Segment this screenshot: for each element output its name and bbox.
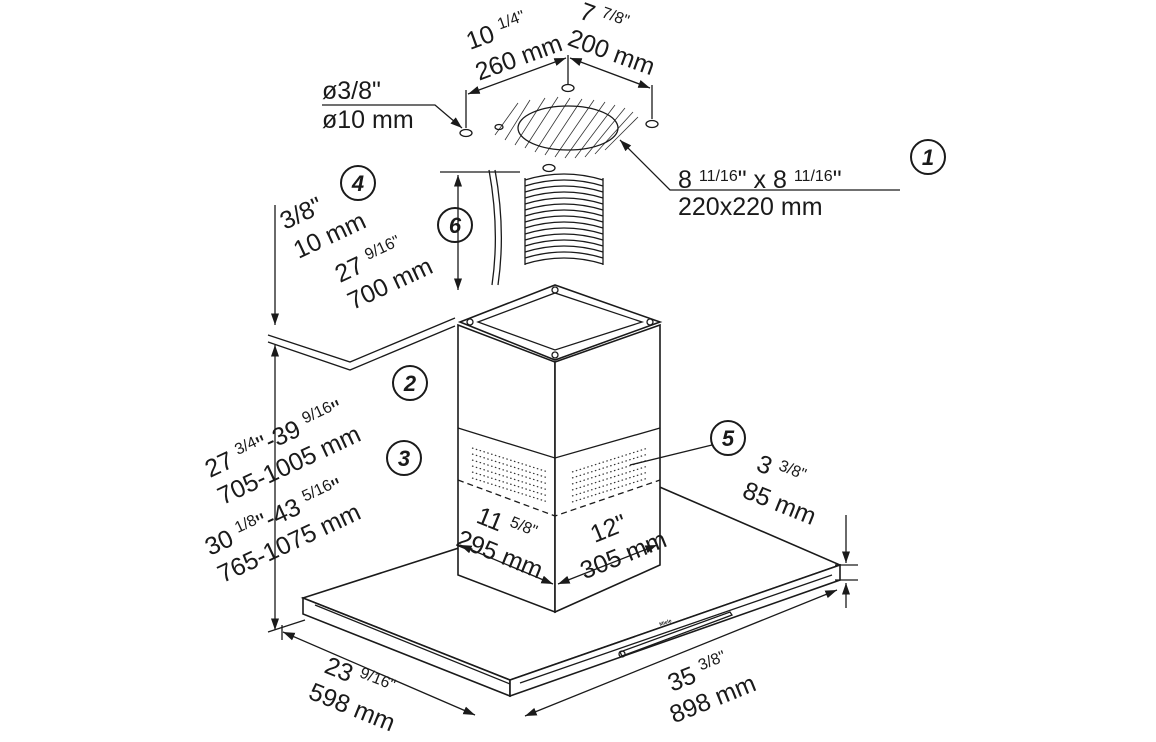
marker-6: 6	[437, 207, 473, 243]
chimney-dimension-lines	[459, 544, 658, 585]
label-bolt-spacing-a: 10 1/4" 260 mm	[462, 8, 566, 87]
marker-4: 4	[340, 165, 376, 201]
marker-1: 1	[910, 139, 946, 175]
canopy-dimension-lines	[281, 515, 858, 717]
svg-text:4: 4	[351, 171, 364, 196]
flexible-duct	[524, 173, 604, 267]
svg-text:ø10 mm: ø10 mm	[322, 106, 414, 134]
svg-text:5: 5	[722, 426, 735, 451]
svg-text:1: 1	[922, 145, 934, 170]
svg-text:6: 6	[449, 213, 462, 238]
svg-text:3: 3	[398, 446, 410, 471]
label-canopy-depth: 23 9/16" 598 mm	[305, 652, 399, 738]
bolt-spacing-dimension-lines	[322, 55, 900, 191]
vent-slots	[471, 447, 649, 503]
label-bolt-spacing-b: 7 7/8" 200 mm	[564, 0, 658, 81]
svg-text:8 11/16" x 8 11/16": 8 11/16" x 8 11/16"	[678, 166, 842, 194]
label-height-range-2: 30 1/8"-43 5/16" 765-1075 mm	[201, 473, 365, 589]
svg-text:200 mm: 200 mm	[564, 24, 658, 81]
marker-2: 2	[392, 365, 428, 401]
label-cutout-size: 8 11/16" x 8 11/16" 220x220 mm	[678, 166, 842, 221]
svg-text:ø3/8": ø3/8"	[322, 77, 381, 105]
chimney	[457, 284, 713, 614]
marker-5: 5	[710, 420, 746, 456]
svg-text:2: 2	[403, 371, 417, 396]
ceiling-cutout-hatch	[459, 83, 659, 173]
label-canopy-height: 3 3/8" 85 mm	[739, 450, 820, 531]
svg-text:220x220 mm: 220x220 mm	[678, 193, 823, 221]
height-dimension-lines	[267, 171, 520, 633]
power-cable	[488, 169, 502, 286]
marker-3: 3	[386, 440, 422, 476]
label-canopy-width: 35 3/8" 898 mm	[664, 648, 760, 729]
ceiling-line	[267, 317, 456, 371]
label-hole-diameter: ø3/8" ø10 mm	[322, 77, 414, 134]
svg-text:85 mm: 85 mm	[739, 476, 820, 531]
label-chimney-depth: 12" 305 mm	[576, 509, 670, 585]
